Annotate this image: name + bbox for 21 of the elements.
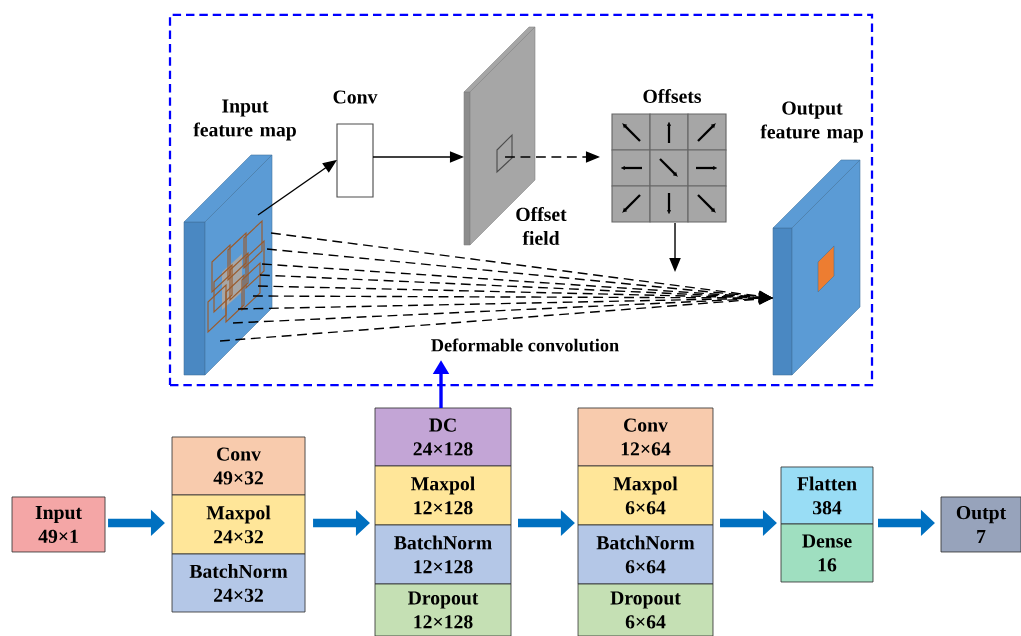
layer-box: Flatten 384 <box>780 466 874 525</box>
layer-box: BatchNorm 24×32 <box>171 553 306 613</box>
layer-box: Maxpol 12×128 <box>374 465 512 526</box>
layer-box: Dense 16 <box>780 523 874 583</box>
arrow <box>257 160 337 216</box>
frame-label: Deformable convolution <box>431 338 619 352</box>
node-label: Conv <box>333 90 378 104</box>
layer-box: Maxpol 24×32 <box>171 494 306 555</box>
layer-box: Conv 12×64 <box>577 407 714 467</box>
layer-box: Dropout 6×64 <box>577 583 714 636</box>
layer-box: BatchNorm 6×64 <box>577 524 714 585</box>
layer-box: Dropout 12×128 <box>374 583 512 636</box>
layer-box: Maxpol 6×64 <box>577 465 714 526</box>
layer-box: BatchNorm 12×128 <box>374 524 512 585</box>
layer-box: DC 24×128 <box>374 407 512 467</box>
node-label: Output feature map <box>760 101 863 143</box>
node-label: Offsets <box>643 88 702 104</box>
layer-box: Conv 49×32 <box>171 436 306 496</box>
node-label: Input feature map <box>193 99 296 141</box>
layer-box: Outpt 7 <box>940 496 1021 553</box>
layer-box: Input 49×1 <box>11 496 106 553</box>
